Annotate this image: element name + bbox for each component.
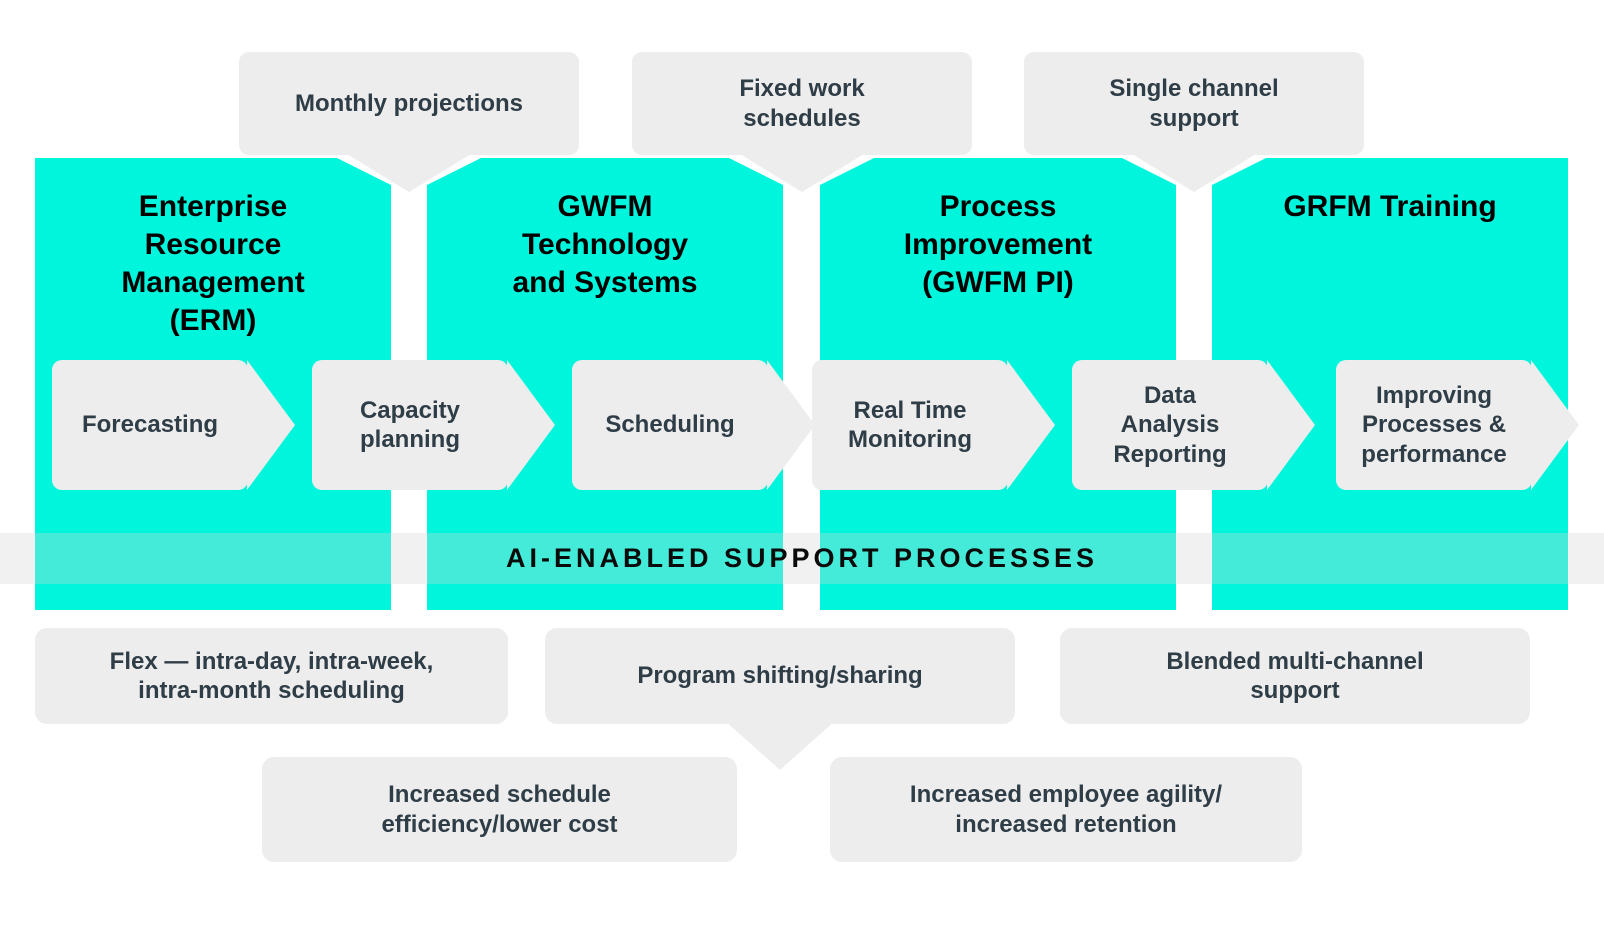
step-label: Data Analysis Reporting <box>1113 382 1227 468</box>
callout-tail-pointer <box>347 154 471 192</box>
callout-fixed-work-schedules: Fixed work schedules <box>632 52 972 155</box>
step-scheduling: Scheduling <box>572 360 815 490</box>
outcome-flex-scheduling: Flex — intra-day, intra-week, intra-mont… <box>35 628 508 724</box>
step-data-analysis-reporting: Data Analysis Reporting <box>1072 360 1315 490</box>
callout-tail-pointer <box>740 154 864 192</box>
ai-enabled-band: AI-ENABLED SUPPORT PROCESSES <box>0 533 1604 584</box>
step-real-time-monitoring: Real Time Monitoring <box>812 360 1055 490</box>
outcome-label: Program shifting/sharing <box>637 662 923 690</box>
step-improving-processes: Improving Processes & performance <box>1336 360 1579 490</box>
outcome-label: Blended multi-channel support <box>1166 647 1424 704</box>
program-shifting-tail-pointer <box>724 720 836 770</box>
pillar-title: Enterprise Resource Management (ERM) <box>121 190 305 338</box>
callout-monthly-projections: Monthly projections <box>239 52 579 155</box>
step-capacity-planning: Capacity planning <box>312 360 555 490</box>
outcome-employee-agility: Increased employee agility/ increased re… <box>830 757 1302 862</box>
ai-enabled-band-label: AI-ENABLED SUPPORT PROCESSES <box>505 543 1099 573</box>
outcome-schedule-efficiency: Increased schedule efficiency/lower cost <box>262 757 737 862</box>
step-forecasting: Forecasting <box>52 360 295 490</box>
callout-tail-pointer <box>1132 154 1256 192</box>
callout-label: Fixed work schedules <box>739 75 865 132</box>
outcome-label: Increased schedule efficiency/lower cost <box>381 781 618 838</box>
callout-label: Monthly projections <box>295 89 523 117</box>
step-label: Real Time Monitoring <box>848 396 972 453</box>
step-label: Improving Processes & performance <box>1361 382 1507 468</box>
callout-single-channel-support: Single channel support <box>1024 52 1364 155</box>
pillar-title: Process Improvement (GWFM PI) <box>903 190 1093 300</box>
pillar-title: GWFM Technology and Systems <box>512 190 698 300</box>
outcome-label: Increased employee agility/ increased re… <box>909 781 1223 838</box>
step-label: Capacity planning <box>359 396 461 453</box>
outcome-program-shifting: Program shifting/sharing <box>545 628 1015 724</box>
step-label: Scheduling <box>605 411 735 439</box>
pillar-title: GRFM Training <box>1283 190 1497 223</box>
outcome-label: Flex — intra-day, intra-week, intra-mont… <box>109 647 434 704</box>
step-label: Forecasting <box>81 411 219 439</box>
outcome-blended-multichannel: Blended multi-channel support <box>1060 628 1530 724</box>
callout-label: Single channel support <box>1109 75 1279 132</box>
